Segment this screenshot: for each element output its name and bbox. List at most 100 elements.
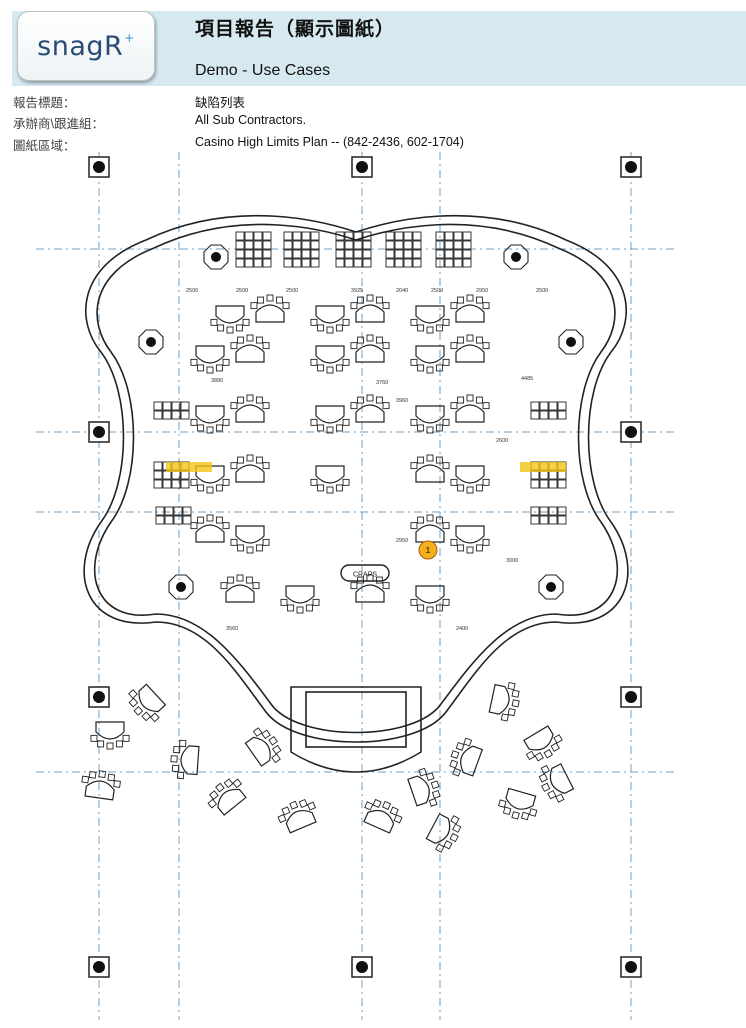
- chair: [210, 318, 218, 326]
- gaming-table: [538, 763, 575, 803]
- desk: [453, 258, 463, 268]
- dimension-label: 2040: [396, 288, 408, 294]
- chair: [289, 800, 299, 810]
- table-top: [355, 584, 385, 603]
- chair: [230, 538, 238, 546]
- chair: [246, 454, 254, 462]
- desk: [530, 470, 540, 480]
- table-top: [315, 345, 345, 364]
- desk: [244, 231, 254, 241]
- desk: [244, 240, 254, 250]
- chair: [540, 764, 550, 775]
- table-top: [549, 763, 575, 795]
- chair: [206, 486, 214, 494]
- table-top: [455, 404, 485, 423]
- chair: [250, 302, 258, 310]
- dimension-label: 2500: [236, 288, 248, 294]
- gaming-table: [488, 681, 520, 722]
- defect-marker[interactable]: 1: [418, 540, 438, 560]
- desk: [155, 515, 165, 525]
- desk: [539, 470, 549, 480]
- dimension-label: 3000: [506, 558, 518, 564]
- chair: [262, 342, 270, 350]
- chair: [498, 799, 507, 808]
- chair: [207, 798, 218, 809]
- desk: [262, 231, 272, 241]
- chair: [262, 462, 270, 470]
- dimension-label: 3880: [211, 378, 223, 384]
- chair: [382, 582, 390, 590]
- table-top: [315, 305, 345, 324]
- desk: [153, 461, 163, 471]
- chair: [417, 516, 425, 524]
- desk: [453, 231, 463, 241]
- table-top: [415, 585, 445, 604]
- desk: [353, 258, 363, 268]
- dimension-label: 2500: [536, 288, 548, 294]
- desk: [162, 470, 172, 480]
- table-top: [415, 464, 445, 483]
- gaming-table: [350, 574, 390, 603]
- desk: [283, 231, 293, 241]
- chair: [217, 324, 225, 332]
- desk: [171, 401, 181, 411]
- desk: [353, 231, 363, 241]
- chair: [435, 843, 445, 853]
- desk: [283, 240, 293, 250]
- desk: [301, 231, 311, 241]
- dimension-label: 2600: [496, 438, 508, 444]
- desk: [539, 410, 549, 420]
- table-top: [180, 745, 200, 776]
- chair: [326, 366, 334, 374]
- chair: [141, 711, 152, 722]
- chair: [550, 742, 560, 752]
- column-core: [625, 691, 637, 703]
- desk: [548, 479, 558, 489]
- desk: [444, 258, 454, 268]
- chair: [232, 778, 243, 789]
- chair: [335, 424, 343, 432]
- desk: [412, 258, 422, 268]
- desk: [412, 240, 422, 250]
- desk: [182, 515, 192, 525]
- table-top: [455, 465, 485, 484]
- chair: [450, 750, 460, 759]
- gaming-table: [450, 334, 490, 363]
- chair: [170, 755, 178, 763]
- dimension-label: 2500: [286, 288, 298, 294]
- chair: [128, 697, 139, 708]
- chair: [206, 514, 214, 522]
- chair: [197, 424, 205, 432]
- chair: [410, 598, 418, 606]
- desk: [530, 410, 540, 420]
- chair: [428, 798, 438, 807]
- craps-table: CRAPS: [340, 564, 390, 582]
- desk: [244, 249, 254, 259]
- chair: [366, 334, 374, 342]
- desk: [462, 231, 472, 241]
- desk: [310, 249, 320, 259]
- desk: [539, 515, 549, 525]
- gaming-table: [350, 294, 390, 323]
- desk: [444, 249, 454, 259]
- chair: [326, 486, 334, 494]
- chair: [197, 484, 205, 492]
- desk: [253, 249, 263, 259]
- chair: [555, 793, 565, 803]
- chair: [410, 522, 418, 530]
- chair: [98, 770, 107, 779]
- chair: [275, 296, 283, 304]
- chair: [543, 748, 553, 759]
- table-top: [195, 405, 225, 424]
- octagon-core: [176, 582, 186, 592]
- desk: [557, 479, 567, 489]
- chair: [442, 462, 450, 470]
- chair: [310, 318, 318, 326]
- chair: [222, 522, 230, 530]
- desk: [557, 470, 567, 480]
- octagon-table: [538, 574, 564, 600]
- casino-outline: [83, 214, 629, 773]
- chair: [190, 478, 198, 486]
- meta-value: All Sub Contractors.: [195, 113, 307, 127]
- desk: [344, 249, 354, 259]
